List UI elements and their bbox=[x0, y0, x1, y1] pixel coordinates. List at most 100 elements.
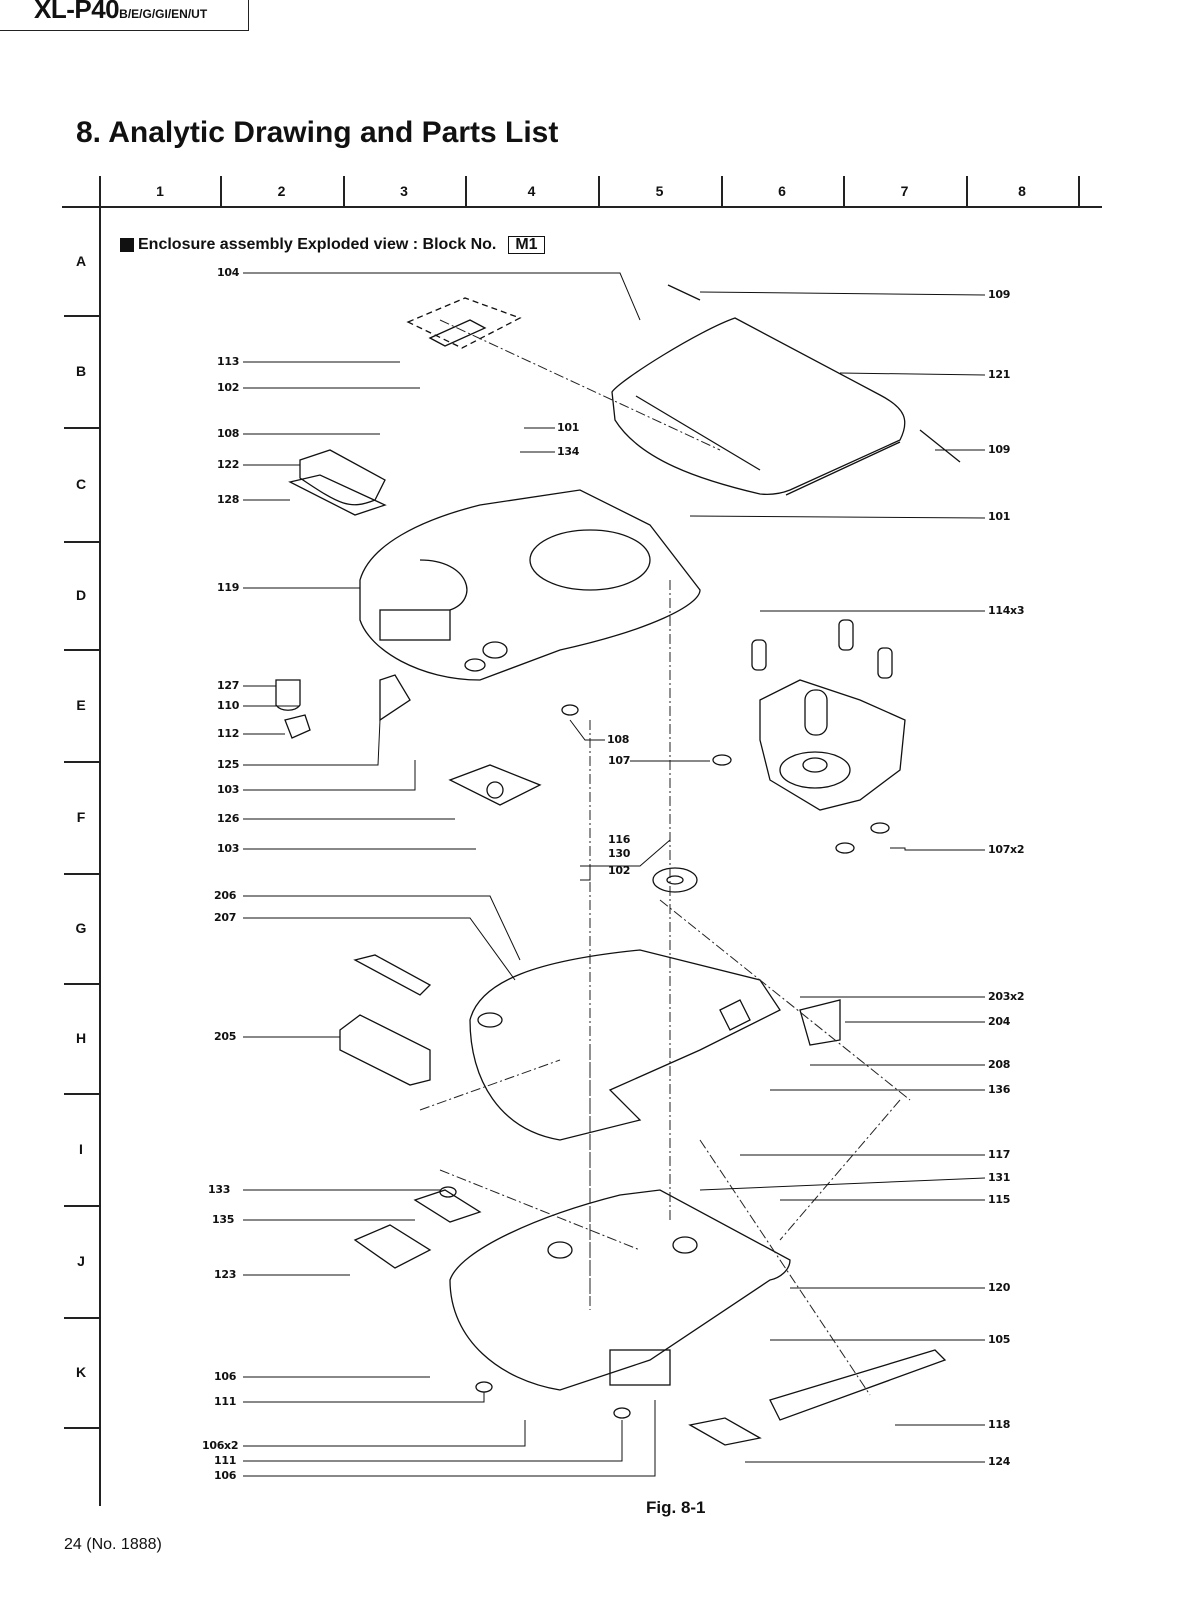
top-lid-part bbox=[611, 317, 906, 496]
callout-125: 125 bbox=[217, 758, 240, 771]
callout-114x3: 114x3 bbox=[988, 604, 1025, 617]
callout-134: 134 bbox=[557, 445, 580, 458]
callout-113: 113 bbox=[217, 355, 240, 368]
grid-row-j: J bbox=[77, 1253, 85, 1269]
grid-col-7: 7 bbox=[900, 183, 909, 199]
lid-slot bbox=[635, 395, 761, 471]
jack-board-208 bbox=[799, 999, 841, 1046]
grid-col-divider bbox=[465, 176, 467, 207]
page-title: 8. Analytic Drawing and Parts List bbox=[76, 116, 559, 149]
grommet-114 bbox=[751, 619, 893, 679]
grid-left-rule bbox=[99, 176, 101, 1506]
callout-102: 102 bbox=[217, 381, 240, 394]
callout-108: 108 bbox=[217, 427, 240, 440]
label-124 bbox=[688, 1417, 762, 1446]
grid-row-divider bbox=[64, 427, 100, 429]
window-122 bbox=[299, 449, 386, 506]
model-header: XL-P40B/E/G/GI/EN/UT bbox=[0, 0, 249, 31]
grid-row-divider bbox=[64, 983, 100, 985]
grid-row-i: I bbox=[79, 1141, 83, 1157]
callout-112: 112 bbox=[217, 727, 240, 740]
model-variants: B/E/G/GI/EN/UT bbox=[119, 7, 208, 21]
connector-205 bbox=[353, 954, 432, 996]
grid-col-divider bbox=[721, 176, 723, 207]
callout-111: 111 bbox=[214, 1454, 237, 1467]
grid-row-divider bbox=[64, 541, 100, 543]
grid-col-divider bbox=[966, 176, 968, 207]
grid-col-divider bbox=[598, 176, 600, 207]
grid-col-divider bbox=[220, 176, 222, 207]
callout-110: 110 bbox=[217, 699, 240, 712]
callout-121: 121 bbox=[988, 368, 1011, 381]
grid-col-divider bbox=[1078, 176, 1080, 207]
grid-row-e: E bbox=[76, 697, 86, 713]
callout-203x2: 203x2 bbox=[988, 990, 1025, 1003]
traverse-mechanism bbox=[759, 679, 906, 811]
gasket-128 bbox=[288, 474, 387, 516]
bullet-square-icon bbox=[120, 238, 134, 252]
callout-116: 116 bbox=[608, 833, 631, 846]
section-title: Enclosure assembly Exploded view : Block… bbox=[138, 236, 497, 253]
section-heading: Enclosure assembly Exploded view : Block… bbox=[120, 236, 545, 254]
callout-131: 131 bbox=[988, 1171, 1011, 1184]
callout-115: 115 bbox=[988, 1193, 1011, 1206]
grid-row-b: B bbox=[75, 363, 87, 379]
callout-107: 107 bbox=[608, 754, 631, 767]
grid-row-g: G bbox=[75, 920, 87, 936]
callout-107x2: 107x2 bbox=[988, 843, 1025, 856]
callout-204: 204 bbox=[988, 1015, 1011, 1028]
callout-104: 104 bbox=[217, 266, 240, 279]
figure-caption: Fig. 8-1 bbox=[646, 1498, 706, 1517]
callout-106: 106 bbox=[214, 1370, 237, 1383]
callout-123: 123 bbox=[214, 1268, 237, 1281]
grid-row-divider bbox=[64, 1093, 100, 1095]
callout-102: 102 bbox=[608, 864, 631, 877]
callout-108: 108 bbox=[607, 733, 630, 746]
hinge-pin-109-top bbox=[667, 284, 701, 301]
grid-row-k: K bbox=[75, 1364, 87, 1380]
knob-127 bbox=[275, 679, 301, 711]
callout-207: 207 bbox=[214, 911, 237, 924]
bracket-113 bbox=[406, 297, 522, 349]
bottom-cabinet-120 bbox=[449, 1189, 791, 1391]
grid-top-rule bbox=[62, 206, 1102, 208]
callout-206: 206 bbox=[214, 889, 237, 902]
callout-127: 127 bbox=[217, 679, 240, 692]
grid-col-3: 3 bbox=[400, 183, 408, 199]
grid-col-4: 4 bbox=[527, 183, 536, 199]
grid-col-6: 6 bbox=[778, 183, 786, 199]
callout-128: 128 bbox=[217, 493, 240, 506]
callout-119: 119 bbox=[217, 581, 240, 594]
grid-col-divider bbox=[343, 176, 345, 207]
grid-col-5: 5 bbox=[655, 183, 664, 199]
callout-109: 109 bbox=[988, 443, 1011, 456]
grid-col-divider bbox=[843, 176, 845, 207]
callout-122: 122 bbox=[217, 458, 240, 471]
callout-103: 103 bbox=[217, 842, 240, 855]
grid-row-divider bbox=[64, 873, 100, 875]
grid-row-divider bbox=[64, 1427, 100, 1429]
callout-109: 109 bbox=[988, 288, 1011, 301]
callout-136: 136 bbox=[988, 1083, 1011, 1096]
callout-101: 101 bbox=[557, 421, 580, 434]
grid-row-d: D bbox=[75, 587, 87, 603]
callout-133: 133 bbox=[208, 1183, 231, 1196]
grid-row-divider bbox=[64, 1205, 100, 1207]
grid-row-h: H bbox=[75, 1030, 87, 1046]
main-cabinet-119 bbox=[359, 489, 701, 681]
callout-130: 130 bbox=[608, 847, 631, 860]
callout-105: 105 bbox=[988, 1333, 1011, 1346]
grid-row-divider bbox=[64, 1317, 100, 1319]
page-number: 24 (No. 1888) bbox=[64, 1536, 162, 1553]
callout-120: 120 bbox=[988, 1281, 1011, 1294]
grid-col-8: 8 bbox=[1018, 183, 1026, 199]
hinge-pin-109-side bbox=[919, 429, 961, 463]
callout-208: 208 bbox=[988, 1058, 1011, 1071]
callout-124: 124 bbox=[988, 1455, 1011, 1468]
callout-117: 117 bbox=[988, 1148, 1011, 1161]
callout-205: 205 bbox=[214, 1030, 237, 1043]
callout-106x2: 106x2 bbox=[202, 1439, 239, 1452]
battery-lid-118 bbox=[769, 1349, 947, 1421]
label-135 bbox=[413, 1189, 482, 1223]
